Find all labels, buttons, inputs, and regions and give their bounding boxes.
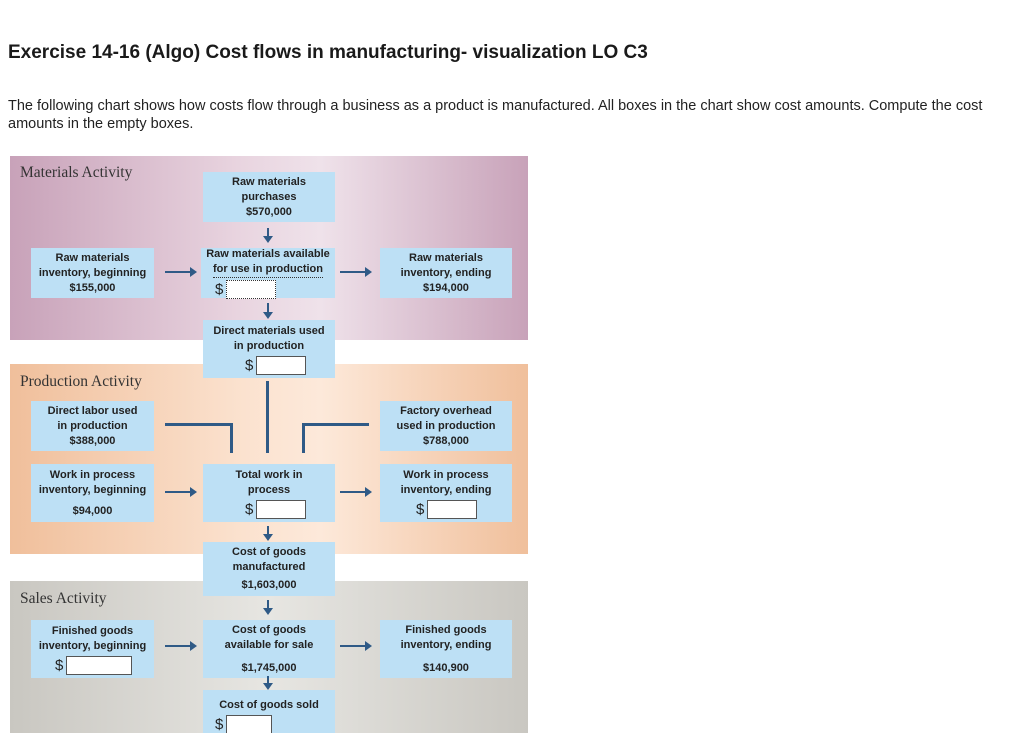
factory-overhead-amount: $788,000 [423,434,469,447]
connector-overhead-vertical [302,423,305,453]
arrow-beginning-to-available [165,267,197,277]
cost-of-goods-available-amount: $1,745,000 [241,661,297,674]
exercise-instructions: The following chart shows how costs flow… [8,98,983,132]
raw-materials-beginning-amount: $155,000 [69,281,116,294]
direct-labor-amount: $388,000 [69,434,116,447]
raw-materials-purchases-amount: $570,000 [246,205,292,218]
arrow-wip-beginning-to-total [165,487,197,497]
cost-of-goods-sold-input[interactable] [226,715,273,733]
raw-materials-available-box: Raw materials available for use in produ… [201,248,335,299]
raw-materials-ending-amount: $194,000 [423,281,469,294]
direct-labor-box: Direct labor used in production $388,000 [31,401,154,451]
sales-activity-label: Sales Activity [20,590,107,607]
cost-of-goods-manufactured-amount: $1,603,000 [241,579,297,591]
fg-beginning-input[interactable] [66,655,133,675]
raw-materials-ending-box: Raw materials inventory, ending $194,000 [380,248,512,298]
raw-materials-available-input[interactable] [226,280,277,299]
fg-beginning-box: Finished goods inventory, beginning $ [31,620,154,678]
connector-dm-vertical [266,381,269,453]
arrow-cogas-to-cogs [263,676,273,690]
connector-labor-horizontal [165,423,232,426]
arrow-total-to-cogm [263,526,273,541]
materials-activity-label: Materials Activity [20,164,133,181]
arrow-cogas-to-fg-ending [340,641,372,651]
wip-ending-box: Work in process inventory, ending $ [380,464,512,522]
fg-ending-amount: $140,900 [423,661,469,674]
connector-overhead-horizontal [302,423,369,426]
raw-materials-beginning-box: Raw materials inventory, beginning $155,… [31,248,154,298]
cost-of-goods-available-box: Cost of goods available for sale $1,745,… [203,620,335,678]
total-wip-box: Total work in process $ [203,464,335,522]
arrow-available-to-dm-used [263,303,273,319]
wip-beginning-amount: $94,000 [72,504,113,517]
wip-ending-input[interactable] [427,499,478,519]
arrow-purchases-to-available [263,228,273,243]
direct-materials-used-input[interactable] [256,355,307,375]
arrow-total-to-wip-ending [340,487,372,497]
arrow-available-to-ending [340,267,372,277]
total-wip-input[interactable] [256,499,307,519]
wip-beginning-box: Work in process inventory, beginning $94… [31,464,154,522]
connector-labor-vertical [230,423,233,453]
cost-of-goods-sold-box: Cost of goods sold $ [203,690,335,733]
factory-overhead-box: Factory overhead used in production $788… [380,401,512,451]
production-activity-panel: Production Activity [10,364,528,554]
direct-materials-used-box: Direct materials used in production $ [203,320,335,378]
arrow-cogm-to-cogas [263,600,273,615]
raw-materials-purchases-box: Raw materials purchases $570,000 [203,172,335,222]
production-activity-label: Production Activity [20,373,142,390]
cost-of-goods-manufactured-box: Cost of goods manufactured $1,603,000 [203,542,335,596]
fg-ending-box: Finished goods inventory, ending $140,90… [380,620,512,678]
arrow-fg-beginning-to-cogas [165,641,197,651]
exercise-title: Exercise 14-16 (Algo) Cost flows in manu… [8,42,648,63]
